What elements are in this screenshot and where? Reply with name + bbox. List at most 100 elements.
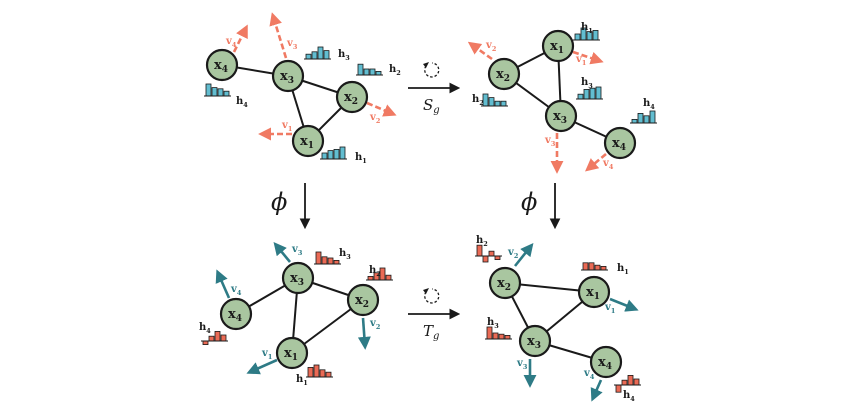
histogram-bar bbox=[594, 264, 601, 271]
node-x3: x3 bbox=[544, 99, 578, 133]
histogram-bar bbox=[333, 259, 340, 265]
histogram-bar bbox=[588, 262, 595, 271]
histogram-bar bbox=[385, 274, 392, 281]
histogram-bar bbox=[643, 115, 650, 124]
histogram-h3: h3 bbox=[314, 248, 351, 265]
histogram-bar bbox=[621, 379, 628, 386]
node-circle bbox=[275, 336, 309, 370]
histogram-bar bbox=[217, 88, 224, 97]
histogram-label-h2: h2 bbox=[476, 235, 488, 248]
node-x4: x4 bbox=[205, 48, 239, 82]
histogram-h1: h1 bbox=[296, 364, 333, 387]
vector-arrow-v2 bbox=[357, 317, 371, 350]
histogram-h3: h3 bbox=[576, 77, 603, 100]
histogram-bar bbox=[482, 255, 489, 263]
phi-label-left: ϕ bbox=[271, 188, 287, 216]
vector-label-v4: v4 bbox=[602, 158, 614, 171]
sg-map: Sg bbox=[408, 62, 461, 116]
histogram-bar bbox=[574, 33, 581, 41]
histogram-label-h2: h2 bbox=[472, 94, 484, 107]
vector-arrow-v4 bbox=[232, 24, 248, 53]
node-label-x3: x3 bbox=[280, 69, 294, 86]
node-circle bbox=[219, 297, 253, 331]
histogram-bar bbox=[633, 378, 640, 386]
vector-label-v3: v3 bbox=[516, 358, 528, 371]
node-circle bbox=[335, 80, 369, 114]
vector-label-v3: v3 bbox=[544, 135, 556, 148]
node-label-x4: x4 bbox=[214, 58, 228, 75]
node-x1: x1 bbox=[291, 124, 325, 158]
histogram-bar bbox=[615, 384, 622, 393]
node-label-x3: x3 bbox=[553, 109, 567, 126]
histogram-label-h1: h1 bbox=[581, 22, 593, 35]
histogram-bar bbox=[627, 374, 634, 386]
histogram-h2: h2 bbox=[356, 63, 401, 77]
histogram-label-h1: h1 bbox=[617, 263, 629, 276]
vector-arrow-v1 bbox=[572, 50, 604, 65]
histogram-h4: h4 bbox=[614, 374, 641, 403]
histogram-bar bbox=[375, 71, 382, 76]
phi-map-left: ϕ bbox=[271, 183, 311, 230]
node-circle bbox=[603, 126, 637, 160]
vector-arrow-v2 bbox=[513, 242, 534, 267]
node-circle bbox=[541, 29, 575, 63]
histogram-bar bbox=[367, 275, 374, 281]
histogram-bar bbox=[211, 87, 218, 97]
histogram-bar bbox=[577, 93, 584, 100]
histogram-bar bbox=[214, 330, 221, 342]
histogram-label-h4: h4 bbox=[643, 98, 655, 111]
node-label-x4: x4 bbox=[228, 307, 242, 324]
vector-arrow-v4 bbox=[215, 269, 231, 299]
node-label-x1: x1 bbox=[284, 346, 298, 363]
histogram-bar bbox=[305, 53, 312, 60]
node-label-x1: x1 bbox=[550, 39, 564, 56]
nodes: x3 x2 x4 x1 bbox=[219, 261, 380, 370]
histogram-bar bbox=[321, 152, 328, 160]
histogram-h2: h2 bbox=[472, 93, 508, 107]
node-x3: x3 bbox=[518, 324, 552, 358]
histogram-bar bbox=[223, 90, 230, 97]
vector-arrow-v3 bbox=[269, 12, 288, 59]
histogram-label-h4: h4 bbox=[623, 390, 635, 403]
sg-rotation-icon bbox=[423, 62, 440, 78]
node-x3: x3 bbox=[271, 59, 305, 93]
node-label-x2: x2 bbox=[497, 276, 511, 293]
histogram-bar bbox=[220, 334, 227, 342]
vector-label-v1: v1 bbox=[575, 54, 586, 67]
histogram-label-h2: h2 bbox=[389, 64, 401, 77]
node-label-x1: x1 bbox=[586, 285, 600, 302]
histogram-h4: h4 bbox=[199, 322, 228, 345]
histogram-bar bbox=[492, 332, 499, 340]
node-x4: x4 bbox=[219, 297, 253, 331]
histogram-bar bbox=[488, 97, 495, 107]
node-circle bbox=[281, 261, 315, 295]
node-x2: x2 bbox=[346, 283, 380, 317]
histogram-h2: h2 bbox=[475, 235, 502, 263]
histogram-bar bbox=[631, 119, 638, 124]
histogram-bar bbox=[363, 68, 370, 76]
vector-arrow-v1 bbox=[246, 358, 278, 375]
histogram-label-h3: h3 bbox=[487, 317, 499, 330]
histogram-bar bbox=[476, 244, 483, 257]
histogram-bar bbox=[488, 250, 495, 257]
node-circle bbox=[577, 275, 611, 309]
vector-label-v4: v4 bbox=[225, 36, 237, 49]
node-circle bbox=[291, 124, 325, 158]
phi-map-right: ϕ bbox=[521, 183, 561, 230]
histogram-bar bbox=[500, 100, 507, 107]
node-circle bbox=[488, 266, 522, 300]
histogram-bar bbox=[311, 51, 318, 60]
node-x1: x1 bbox=[577, 275, 611, 309]
node-x3: x3 bbox=[281, 261, 315, 295]
histogram-bar bbox=[486, 326, 493, 340]
histogram-label-h3: h3 bbox=[581, 77, 593, 90]
